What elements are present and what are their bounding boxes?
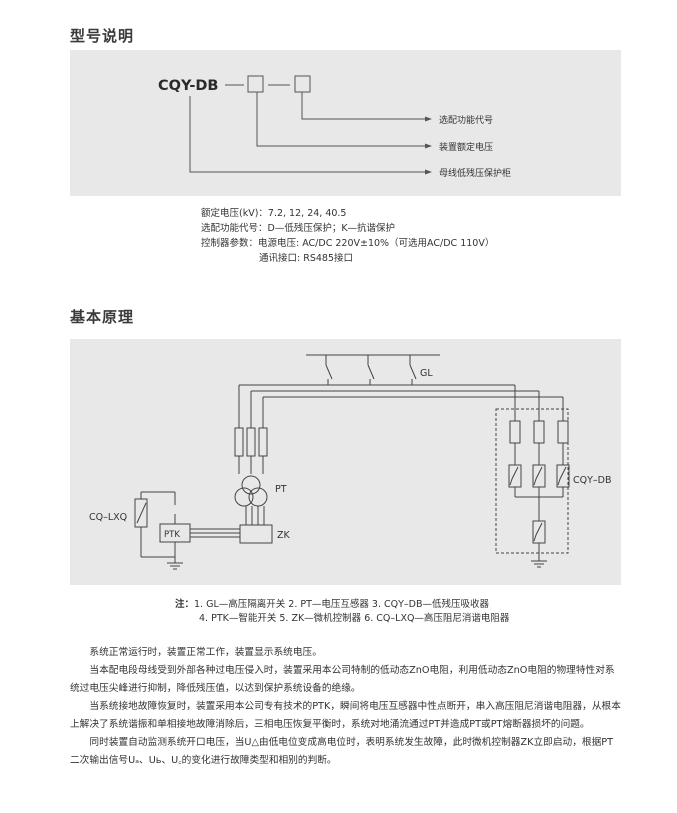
label-cqy-db: CQY–DB (573, 475, 612, 486)
specs-block: 额定电压(kV)：7.2, 12, 24, 40.5 选配功能代号：D—低残压保… (201, 206, 621, 266)
arrow-model (425, 169, 432, 175)
pt-coil-left (234, 487, 254, 507)
label-gl: GL (420, 368, 433, 379)
fuse-a (234, 427, 244, 457)
pt-coil-top (241, 475, 261, 495)
model-diagram-panel: CQY-DB 选配功能代号 装置额定电压 母线低残压保护柜 (70, 50, 621, 196)
section-title-model: 型号说明 (70, 27, 135, 45)
code-box-function (294, 75, 311, 93)
fuse-c (258, 427, 268, 457)
model-code: CQY-DB (158, 78, 218, 94)
paragraph-normal-operation: 系统正常运行时，装置正常工作，装置显示系统电压。 (89, 647, 322, 658)
gl-switch-a (325, 364, 333, 380)
principle-diagram-panel: GL PT ZK PTK CQ–LXQ CQY–DB (70, 339, 621, 585)
arrow-voltage (425, 143, 432, 149)
cqy-fuse-c (557, 420, 569, 444)
model-diagram: CQY-DB 选配功能代号 装置额定电压 母线低残压保护柜 (158, 75, 511, 179)
notes-line-2: 4. PTK—智能开关 5. ZK—微机控制器 6. CQ–LXQ—高压阻尼消谐… (199, 613, 510, 624)
notes-prefix: 注： (175, 599, 195, 610)
spec-controller-params: 控制器参数：电源电压: AC/DC 220V±10%（可选用AC/DC 110V… (201, 238, 495, 249)
paragraph-monitoring: 同时装置自动监测系统开口电压，当U△由低电位变成高电位时，表明系统发生故障，此时… (70, 737, 614, 766)
circuit-diagram: GL PT ZK PTK CQ–LXQ CQY–DB (89, 354, 612, 570)
fuse-b (246, 427, 256, 457)
paragraph-ground-fault: 当系统接地故障恢复时，装置采用本公司专有技术的PTK，瞬间将电压互感器中性点断开… (70, 701, 621, 730)
cqy-db-enclosure (495, 408, 569, 554)
spec-optional-function: 选配功能代号：D—低残压保护；K—抗谐保护 (201, 223, 396, 234)
label-pt: PT (275, 484, 287, 495)
cqy-fuse-a (509, 420, 521, 444)
spec-comm-interface: 通讯接口: RS485接口 (259, 253, 353, 264)
label-cq-lxq: CQ–LXQ (89, 512, 127, 523)
notes-line-1: 1. GL—高压隔离开关 2. PT—电压互感器 3. CQY–DB—低残压吸收… (194, 599, 489, 610)
arrow-function (425, 116, 432, 122)
leader-voltage (256, 92, 426, 147)
label-zk: ZK (277, 530, 291, 541)
leader-function (301, 92, 426, 120)
zk-box (239, 524, 273, 544)
gl-switch-c (409, 364, 417, 380)
cqy-fuse-b (533, 420, 545, 444)
section-title-principle: 基本原理 (70, 308, 135, 326)
leader-model (189, 96, 426, 173)
paragraph-overvoltage: 当本配电段母线受到外部各种过电压侵入时，装置采用本公司特制的低动态ZnO电阻，利… (70, 665, 615, 694)
notes-block: 注：1. GL—高压隔离开关 2. PT—电压互感器 3. CQY–DB—低残压… (175, 598, 615, 626)
code-box-voltage (247, 75, 264, 93)
spec-rated-voltage: 额定电压(kV)：7.2, 12, 24, 40.5 (201, 208, 347, 219)
description-body: 系统正常运行时，装置正常工作，装置显示系统电压。 当本配电段母线受到外部各种过电… (70, 644, 621, 770)
gl-switch-b (367, 364, 375, 380)
label-cabinet: 母线低残压保护柜 (439, 167, 511, 179)
label-rated-voltage: 装置额定电压 (439, 141, 493, 153)
label-function-code: 选配功能代号 (439, 114, 493, 126)
label-ptk: PTK (164, 530, 180, 540)
